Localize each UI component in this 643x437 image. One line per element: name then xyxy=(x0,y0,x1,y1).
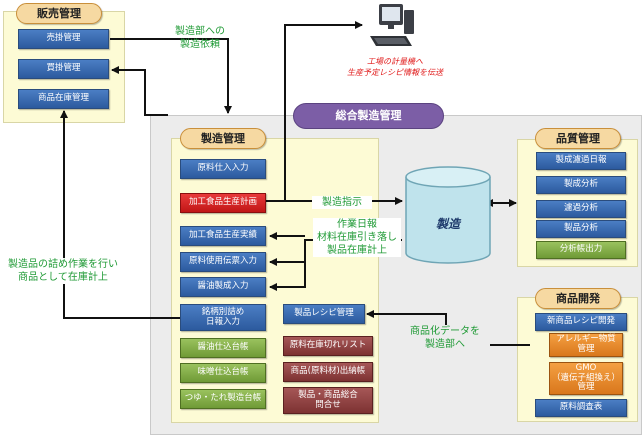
product-stock-button[interactable]: 商品在庫管理 xyxy=(18,89,109,109)
sales-to-production-label: 製造部への 製造依頼 xyxy=(175,26,225,50)
soy-output-button[interactable]: 醤油製成入力 xyxy=(180,277,266,297)
product-analysis-button[interactable]: 製品分析 xyxy=(536,220,626,238)
sales-title: 販売管理 xyxy=(16,3,102,24)
brand-packing-button[interactable]: 銘柄別詰め 日報入力 xyxy=(180,304,266,331)
output-analysis-button[interactable]: 製成分析 xyxy=(536,176,626,194)
inquiry-button[interactable]: 製品・商品総合 問合せ xyxy=(283,387,373,414)
filtration-analysis-button[interactable]: 濾過分析 xyxy=(536,200,626,218)
soy-ledger-button[interactable]: 醤油仕込台帳 xyxy=(180,338,266,358)
raw-receipt-button[interactable]: 原料仕入入力 xyxy=(180,159,266,179)
analysis-output-button[interactable]: 分析帳出力 xyxy=(536,241,626,259)
miso-ledger-button[interactable]: 味噌仕込台帳 xyxy=(180,363,266,383)
manufacturing-label: 製造 xyxy=(435,217,460,231)
raw-usage-button[interactable]: 原料使用伝票入力 xyxy=(180,252,266,272)
computer-transfer-label: 工場の計量機へ 生産予定レシピ情報を伝送 xyxy=(347,57,443,77)
computer-icon xyxy=(370,4,414,46)
dev-to-production-label: 商品化データを 製造部へ xyxy=(400,325,490,351)
raw-survey-button[interactable]: 原料調査表 xyxy=(535,399,627,417)
raw-shortage-button[interactable]: 原料在庫切れリスト xyxy=(283,336,373,356)
filtration-report-button[interactable]: 製成濾過日報 xyxy=(536,152,626,170)
integrated-title: 総合製造管理 xyxy=(293,103,444,129)
recipe-button[interactable]: 製品レシピ管理 xyxy=(283,304,365,324)
arrow-to-purchase xyxy=(111,66,168,116)
accounts-payable-button[interactable]: 買掛管理 xyxy=(18,59,109,79)
arrow-sales-to-production xyxy=(110,38,232,114)
processed-actual-button[interactable]: 加工食品生産実績 xyxy=(180,226,266,246)
development-title: 商品開発 xyxy=(535,288,621,309)
production-title: 製造管理 xyxy=(180,128,266,149)
work-report-label: 作業日報 材料在庫引き落し 製品在庫計上 xyxy=(313,218,401,257)
allergy-button[interactable]: アレルギー物質 管理 xyxy=(549,333,623,357)
accounts-receivable-button[interactable]: 売掛管理 xyxy=(18,29,109,49)
new-recipe-button[interactable]: 新商品レシピ開発 xyxy=(535,313,627,331)
stock-ledger-button[interactable]: 商品(原料材)出納帳 xyxy=(283,362,373,382)
quality-title: 品質管理 xyxy=(535,128,621,149)
processed-plan-button[interactable]: 加工食品生産計画 xyxy=(180,193,266,213)
packing-label: 製造品の詰め作業を行い 商品として在庫計上 xyxy=(4,258,122,284)
gmo-button[interactable]: GMO （遺伝子組換え） 管理 xyxy=(549,362,623,395)
instruction-label: 製造指示 xyxy=(312,196,372,209)
sauce-ledger-button[interactable]: つゆ・たれ製造台帳 xyxy=(180,389,266,409)
manufacturing-cylinder xyxy=(405,166,491,264)
arrow-packing-to-stock xyxy=(60,110,181,319)
